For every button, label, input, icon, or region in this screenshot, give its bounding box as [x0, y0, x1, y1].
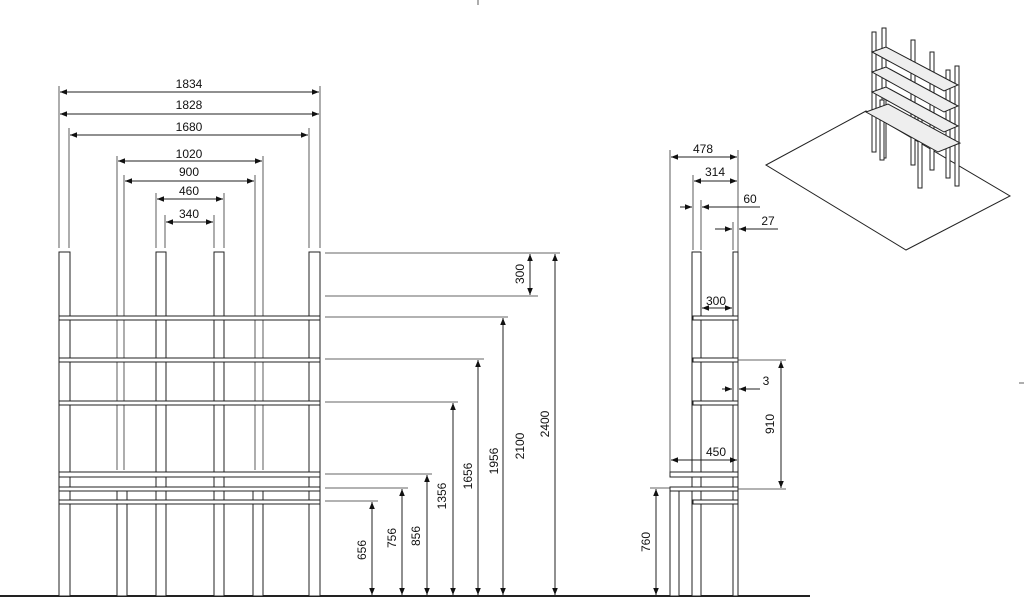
- dim-width-460: 460: [179, 184, 199, 198]
- side-shelves: [669, 315, 739, 505]
- dim-height-1956: 1956: [487, 447, 501, 474]
- dim-60: 60: [743, 192, 757, 206]
- front-extension-lines: [58, 86, 321, 470]
- front-post-left: [58, 251, 71, 597]
- iso-shelves: [864, 46, 962, 153]
- dim-height-2100: 2100: [513, 432, 527, 459]
- dim-height-2400: 2400: [538, 410, 552, 437]
- front-height-dimensions: 300 2400 2100 1956 1656 1356 856 756 656: [355, 254, 558, 595]
- front-width-dimensions: 1834 1828 1680 1020 900 460 340: [60, 77, 319, 225]
- dim-width-340: 340: [179, 207, 199, 221]
- dim-height-656: 656: [355, 540, 369, 560]
- dim-width-1680: 1680: [176, 120, 203, 134]
- side-elevation: 478 314 60 27 300 3 450 910 760: [639, 142, 786, 597]
- dim-width-1834: 1834: [176, 77, 203, 91]
- isometric-view: [764, 27, 1012, 251]
- dim-height-756: 756: [385, 528, 399, 548]
- side-extension-lines: [650, 150, 786, 490]
- dim-height-760: 760: [639, 532, 653, 552]
- front-shelves: [58, 315, 321, 505]
- dim-height-856: 856: [409, 526, 423, 546]
- dim-300-shelf: 300: [706, 294, 726, 308]
- dim-450: 450: [706, 445, 726, 459]
- dim-height-300: 300: [513, 264, 527, 284]
- side-desk-leg: [669, 487, 680, 597]
- dim-width-900: 900: [179, 165, 199, 179]
- side-post-rear: [691, 251, 702, 597]
- dim-3: 3: [763, 374, 770, 388]
- dim-width-1020: 1020: [176, 147, 203, 161]
- front-elevation: 1834 1828 1680 1020 900 460 340: [0, 77, 810, 597]
- dim-depth-314: 314: [705, 165, 725, 179]
- front-post-right: [308, 251, 321, 597]
- dim-27: 27: [761, 214, 775, 228]
- dim-width-1828: 1828: [176, 98, 203, 112]
- dim-height-1656: 1656: [461, 462, 475, 489]
- dim-height-910: 910: [763, 414, 777, 434]
- dim-depth-478: 478: [693, 142, 713, 156]
- front-post-inner-2: [213, 251, 225, 597]
- side-post-front: [732, 251, 739, 597]
- front-height-extensions: [325, 252, 560, 502]
- dim-height-1356: 1356: [435, 482, 449, 509]
- front-post-inner-1: [155, 251, 167, 597]
- side-dimensions: 478 314 60 27 300 3 450 910 760: [639, 142, 784, 595]
- iso-floor-plane: [764, 110, 1012, 251]
